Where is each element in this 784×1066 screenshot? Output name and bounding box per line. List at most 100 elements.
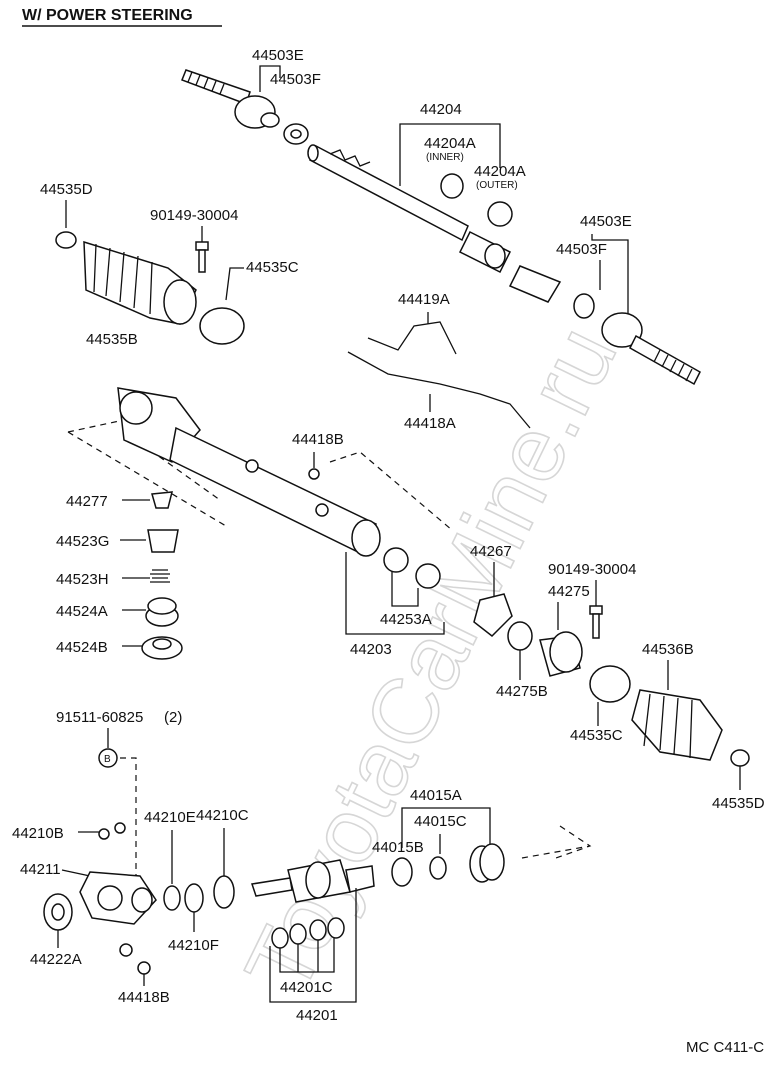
label-44503F-right: 44503F [556, 241, 607, 258]
part-44277 [151, 491, 173, 509]
clip-44535D [55, 231, 77, 249]
bracket-44015A [401, 807, 491, 848]
bracket-44503-right [591, 234, 629, 314]
clip-44535D-bottom [730, 749, 750, 767]
clamp-44535C-top [199, 307, 245, 345]
lock-nut-44524B [141, 636, 183, 660]
rack-end-sleeve [508, 265, 562, 303]
label-44210E: 44210E [144, 809, 196, 826]
label-44210B: 44210B [12, 825, 64, 842]
label-44535D-top: 44535D [40, 181, 93, 198]
label-44524B: 44524B [56, 639, 108, 656]
label-44222A: 44222A [30, 951, 82, 968]
nut-44418B-bottom-b [137, 961, 151, 975]
bolt-90149-right [589, 605, 603, 639]
tie-rod-end-right [601, 312, 701, 386]
label-90149-top: 90149-30004 [150, 207, 238, 224]
lock-nut-right [573, 293, 595, 319]
label-44210F: 44210F [168, 937, 219, 954]
label-44523H: 44523H [56, 571, 109, 588]
label-44503E-right: 44503E [580, 213, 632, 230]
label-44503F: 44503F [270, 71, 321, 88]
label-44275: 44275 [548, 583, 590, 600]
bearing-44015A [469, 843, 505, 883]
dashed-arrow [521, 825, 592, 859]
guide-plug-44524A [145, 597, 179, 627]
dashed-guide-bolt [120, 757, 137, 890]
label-44204A-outer: 44204A [474, 163, 526, 180]
bolt-head-91511 [98, 748, 118, 768]
label-44535B: 44535B [86, 331, 138, 348]
label-44535C-top: 44535C [246, 259, 299, 276]
label-44503E: 44503E [252, 47, 304, 64]
label-44204A-inner: 44204A [424, 135, 476, 152]
valve-housing-44211 [79, 871, 157, 925]
label-inner: (INNER) [426, 152, 464, 163]
bracket-44201C [279, 938, 335, 973]
tie-rod-end-left [181, 69, 280, 129]
rack-housing-44203 [117, 387, 381, 557]
bushing-outer [487, 201, 513, 227]
seal-44210E [163, 885, 181, 911]
label-44203: 44203 [350, 641, 392, 658]
label-qty-2: (2) [164, 709, 182, 726]
nut-44418B-bottom-a [119, 943, 133, 957]
label-44418B-bottom: 44418B [118, 989, 170, 1006]
boot-44536B [631, 689, 723, 761]
label-44204: 44204 [420, 101, 462, 118]
boot-44535B [83, 240, 197, 325]
bracket-44201 [269, 888, 357, 1003]
bolt-90149-top [195, 241, 209, 273]
nut-44267 [473, 593, 513, 637]
label-44536B: 44536B [642, 641, 694, 658]
bushing-inner [440, 173, 464, 199]
label-44201: 44201 [296, 1007, 338, 1024]
seal-44253A-a [383, 547, 409, 573]
footer-code: MC C411-C [686, 1039, 764, 1056]
seal-44015C [429, 856, 447, 880]
label-44015C: 44015C [414, 813, 467, 830]
oring-44210C [213, 875, 235, 909]
label-44275B: 44275B [496, 683, 548, 700]
bracket-44204 [399, 123, 501, 186]
leader-44211 [61, 869, 91, 877]
cover-44222A [43, 893, 73, 931]
nut-44418B-top [308, 468, 320, 480]
rack-bar [307, 144, 512, 274]
label-outer: (OUTER) [476, 180, 518, 191]
diagram-title: W/ POWER STEERING [22, 7, 193, 24]
leader-44535C-top [225, 267, 244, 301]
plug-44210B-2 [114, 822, 126, 834]
rack-guide-44523G [147, 529, 179, 553]
dashed-guide-housing [67, 419, 227, 527]
label-44267: 44267 [470, 543, 512, 560]
label-44015B: 44015B [372, 839, 424, 856]
seal-44210F [184, 883, 204, 913]
plug-44210B [98, 828, 110, 840]
label-44210C: 44210C [196, 807, 249, 824]
label-91511: 91511-60825 [56, 709, 143, 726]
bracket-44203 [345, 552, 445, 635]
label-44524A: 44524A [56, 603, 108, 620]
label-44535C-bottom: 44535C [570, 727, 623, 744]
tube-44419A [367, 321, 457, 355]
label-44419A: 44419A [398, 291, 450, 308]
oring-44015B [391, 857, 413, 887]
seal-44253A-b [415, 563, 441, 589]
bolt-letter-b: B [104, 754, 111, 765]
dashed-guide-44418B [329, 451, 453, 531]
bracket-44503 [259, 65, 281, 92]
bracket-44253A [391, 572, 419, 607]
label-44253A: 44253A [380, 611, 432, 628]
lock-nut-left [283, 123, 309, 145]
label-44277: 44277 [66, 493, 108, 510]
label-90149-right: 90149-30004 [548, 561, 636, 578]
washer-44275B [507, 621, 533, 651]
label-44211: 44211 [20, 861, 61, 878]
label-44535D-bottom: 44535D [712, 795, 765, 812]
label-44201C: 44201C [280, 979, 333, 996]
tube-44418A [347, 351, 531, 429]
label-44523G: 44523G [56, 533, 109, 550]
